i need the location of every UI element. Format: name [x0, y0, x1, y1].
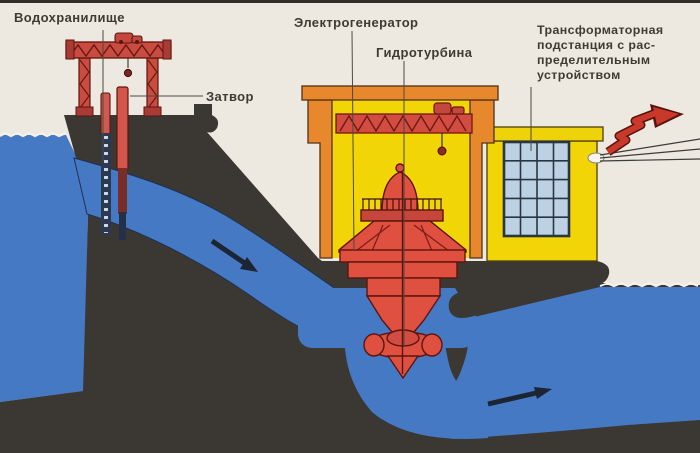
label-substation-line4: устройством	[537, 68, 621, 82]
lightning-arrow-icon	[605, 104, 684, 156]
power-lines	[599, 138, 700, 162]
crane-left-foot	[75, 106, 94, 117]
generator-turbine-assembly	[338, 163, 467, 380]
label-turbine: Гидротурбина	[376, 45, 473, 60]
crane-top-trolley	[114, 32, 143, 44]
gate-slot-upper	[118, 168, 127, 214]
flow-arrow-penstock-icon	[210, 238, 258, 272]
substation-roof	[482, 126, 604, 142]
reservoir-surface	[0, 135, 88, 402]
substation-window	[502, 140, 571, 238]
flow-arrow-tailrace-icon	[487, 387, 552, 407]
image-top-edge	[0, 0, 700, 3]
cone-struts	[355, 224, 450, 252]
crane-right-foot	[143, 106, 162, 117]
runner-blade-right	[421, 333, 443, 357]
gantry-hook-icon	[123, 68, 133, 78]
powerhouse-roof	[301, 85, 499, 101]
gate-slot-lower	[119, 212, 126, 240]
label-reservoir: Водохранилище	[14, 10, 125, 25]
gate-bar	[116, 86, 129, 171]
label-generator: Электрогенератор	[294, 15, 418, 30]
runner-blade-left	[363, 333, 385, 357]
reservoir-water	[0, 131, 88, 402]
label-gate: Затвор	[206, 89, 254, 104]
leader-generator	[351, 30, 355, 251]
reservoir-wave-edge	[0, 131, 67, 138]
rack-guide-bar	[100, 92, 111, 136]
transformer-substation	[482, 126, 605, 262]
label-substation-line2: подстанция с рас-	[537, 38, 655, 52]
intake-equipment	[100, 86, 129, 240]
annotations: Водохранилище Затвор Электрогенератор Ги…	[14, 10, 664, 347]
tailwater-wave-edge	[599, 281, 699, 288]
label-substation-line3: пределительным	[537, 53, 650, 67]
crane-trolley	[433, 102, 452, 115]
crane-trolley-cab	[451, 106, 465, 115]
dome-knob	[395, 163, 405, 173]
gantry-crane	[65, 32, 172, 117]
label-substation-line1: Трансформаторная	[537, 23, 664, 37]
label-substation: Трансформаторная подстанция с рас- преде…	[537, 23, 664, 82]
dam-tongue	[448, 283, 606, 318]
crane-hook-icon	[437, 146, 447, 156]
